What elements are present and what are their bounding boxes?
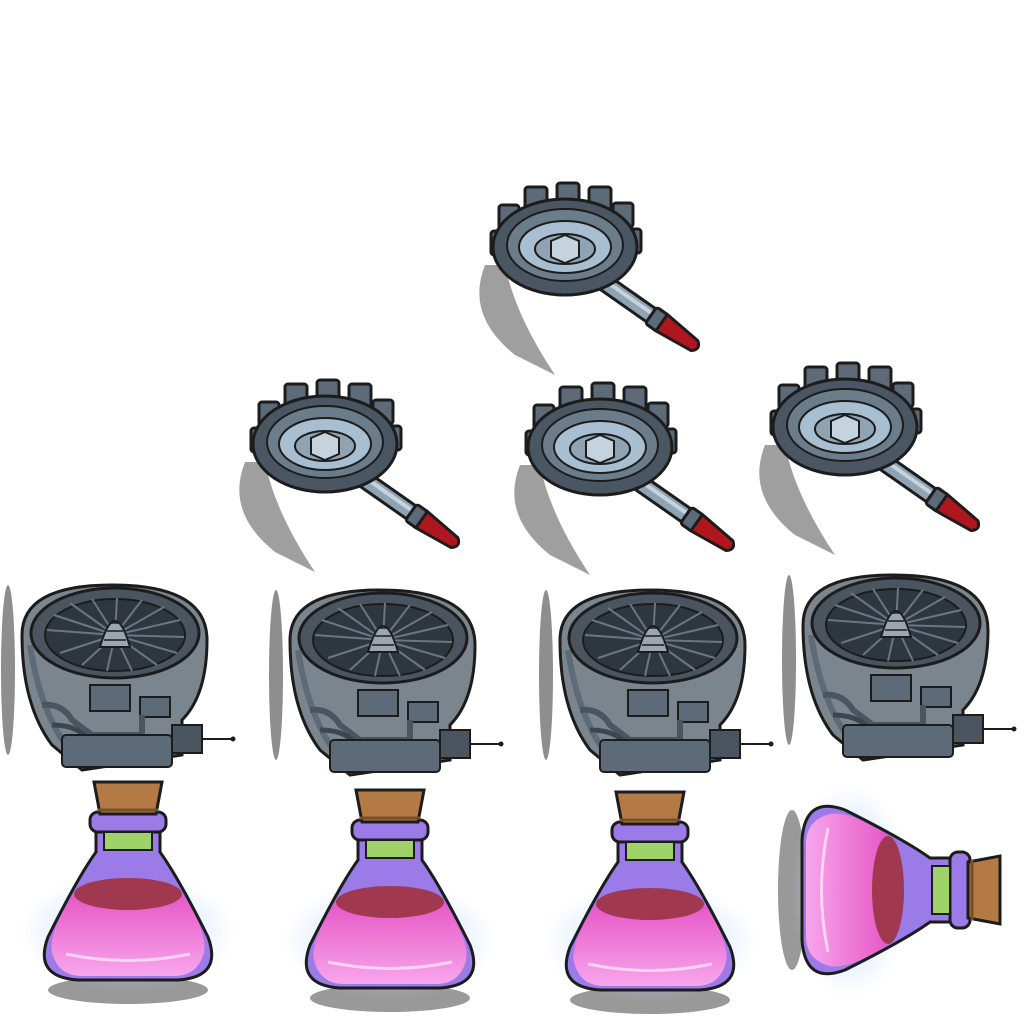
potion-flask-icon [280, 788, 500, 1014]
gear-hammer-icon [757, 361, 985, 557]
jet-engine-icon [269, 590, 504, 775]
gear-hammer-icon [477, 181, 705, 377]
potion-flask-icon [540, 790, 760, 1016]
potion-flask-icon [776, 780, 1002, 1000]
potion-flask-icon [18, 780, 238, 1006]
gear-hammer-icon [237, 378, 465, 574]
jet-engine-icon [782, 575, 1017, 760]
gear-hammer-icon [512, 381, 740, 577]
jet-engine-icon [539, 590, 774, 775]
jet-engine-icon [1, 585, 236, 770]
